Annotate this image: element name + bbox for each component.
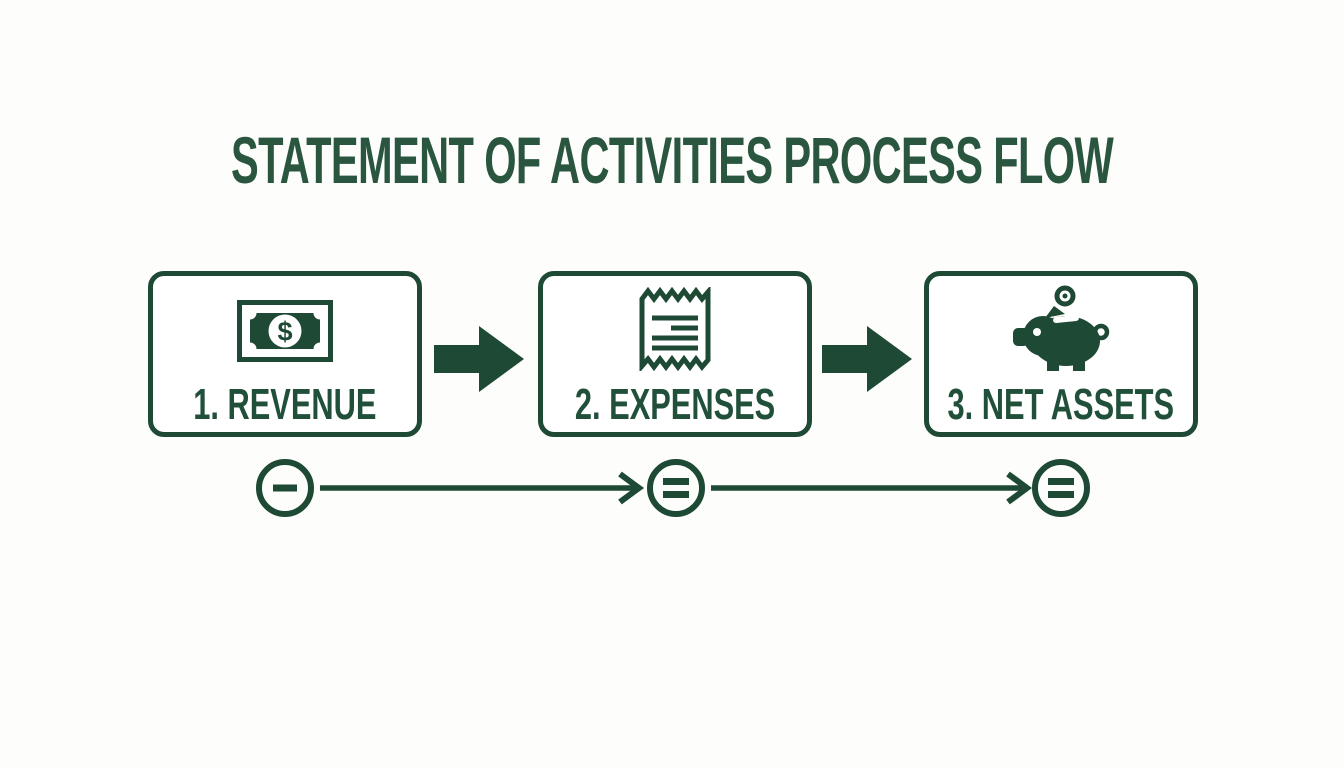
dollar-bill-icon: $ bbox=[153, 300, 417, 362]
step-box-net-assets: 3. NET ASSETS bbox=[924, 271, 1198, 437]
step-label-revenue: 1. REVENUE bbox=[193, 380, 377, 429]
page-title: STATEMENT OF ACTIVITIES PROCESS FLOW bbox=[0, 123, 1344, 197]
minus-operator-icon bbox=[256, 459, 314, 517]
operator-connector-arrow bbox=[711, 471, 1033, 505]
step-label-net-assets: 3. NET ASSETS bbox=[947, 380, 1175, 429]
operator-flow-row bbox=[256, 459, 1090, 517]
operator-connector-arrow bbox=[320, 471, 645, 505]
arrow-right-icon bbox=[434, 326, 524, 392]
page-title-text: STATEMENT OF ACTIVITIES PROCESS FLOW bbox=[230, 123, 1114, 197]
equals-operator-icon bbox=[1032, 459, 1090, 517]
step-box-revenue: $ 1. REVENUE bbox=[148, 271, 422, 437]
step-box-expenses: 2. EXPENSES bbox=[538, 271, 812, 437]
receipt-icon bbox=[543, 287, 807, 371]
equals-operator-icon bbox=[647, 459, 705, 517]
piggy-bank-icon bbox=[929, 284, 1193, 376]
step-label-expenses: 2. EXPENSES bbox=[574, 380, 776, 429]
arrow-right-icon bbox=[822, 326, 912, 392]
svg-text:$: $ bbox=[277, 317, 292, 347]
